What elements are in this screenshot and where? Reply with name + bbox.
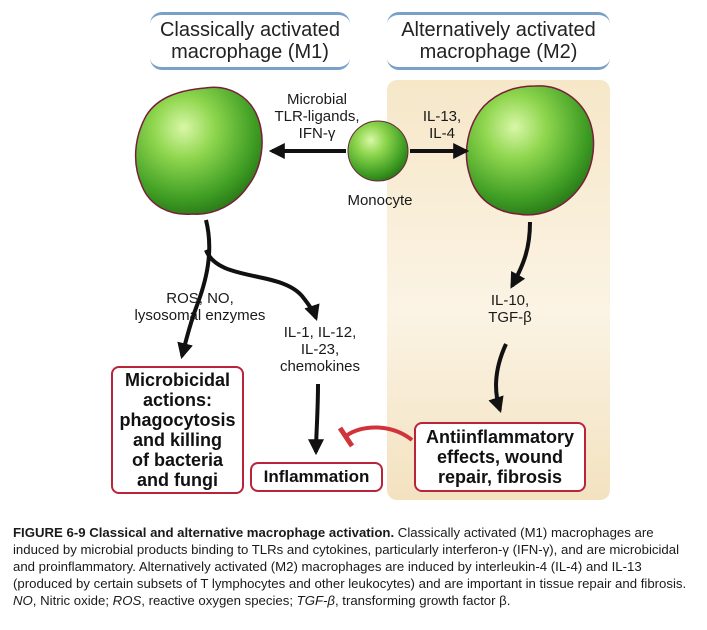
monocyte-label: Monocyte <box>347 192 413 209</box>
m1-macrophage-cell <box>134 86 263 215</box>
abbr-no: NO <box>13 593 33 608</box>
caption-body-3: , reactive oxygen species; <box>141 593 297 608</box>
antiinflammatory-box: Antiinflammatory effects, wound repair, … <box>414 422 586 492</box>
diagram-graphics <box>134 85 595 456</box>
m2-header: Alternatively activated macrophage (M2) <box>387 12 610 70</box>
il10-tgf-label: IL-10, TGF-β <box>488 292 532 326</box>
caption-body-4: , transforming growth factor β. <box>334 593 511 608</box>
inhibition-line <box>337 425 414 448</box>
abbr-ros: ROS <box>112 593 142 608</box>
m1-header-line-1: Classically activated <box>159 19 341 41</box>
inflammation-box: Inflammation <box>250 462 383 492</box>
figure-title: Classical and alternative macrophage act… <box>89 525 395 540</box>
arrow-to-il1-branch <box>204 249 320 322</box>
il13-il4-label: IL-13, IL-4 <box>422 108 462 142</box>
diagram: Classically activated macrophage (M1) Al… <box>111 12 610 500</box>
m2-macrophage-cell <box>465 85 595 216</box>
caption-body-1: Classically activated (M1) macrophages a… <box>13 525 687 591</box>
caption-body-2: , Nitric oxide; <box>32 593 113 608</box>
il1-il12-label: IL-1, IL-12, IL-23, chemokines <box>279 324 361 375</box>
arrow-to-microbicidal <box>177 219 212 360</box>
arrow-to-antiinflammatory <box>488 343 508 414</box>
m1-header: Classically activated macrophage (M1) <box>150 12 350 70</box>
m2-header-line-2: macrophage (M2) <box>419 41 578 63</box>
microbial-stimuli-label: Microbial TLR-ligands, IFN-γ <box>274 91 360 142</box>
arrow-to-inflammation <box>308 383 325 456</box>
ros-no-label: ROS, NO, lysosomal enzymes <box>134 290 266 324</box>
m2-header-line-1: Alternatively activated <box>401 19 596 41</box>
abbr-tgf: TGF-β <box>296 593 335 608</box>
figure-caption: FIGURE 6-9 Classical and alternative mac… <box>13 524 699 609</box>
m1-header-line-2: macrophage (M1) <box>171 41 329 63</box>
arrow-to-il10 <box>510 221 532 289</box>
monocyte-cell <box>347 120 409 182</box>
microbicidal-actions-box: Microbicidal actions: phagocytosis and k… <box>111 366 244 494</box>
figure-number: FIGURE 6-9 <box>13 525 86 540</box>
